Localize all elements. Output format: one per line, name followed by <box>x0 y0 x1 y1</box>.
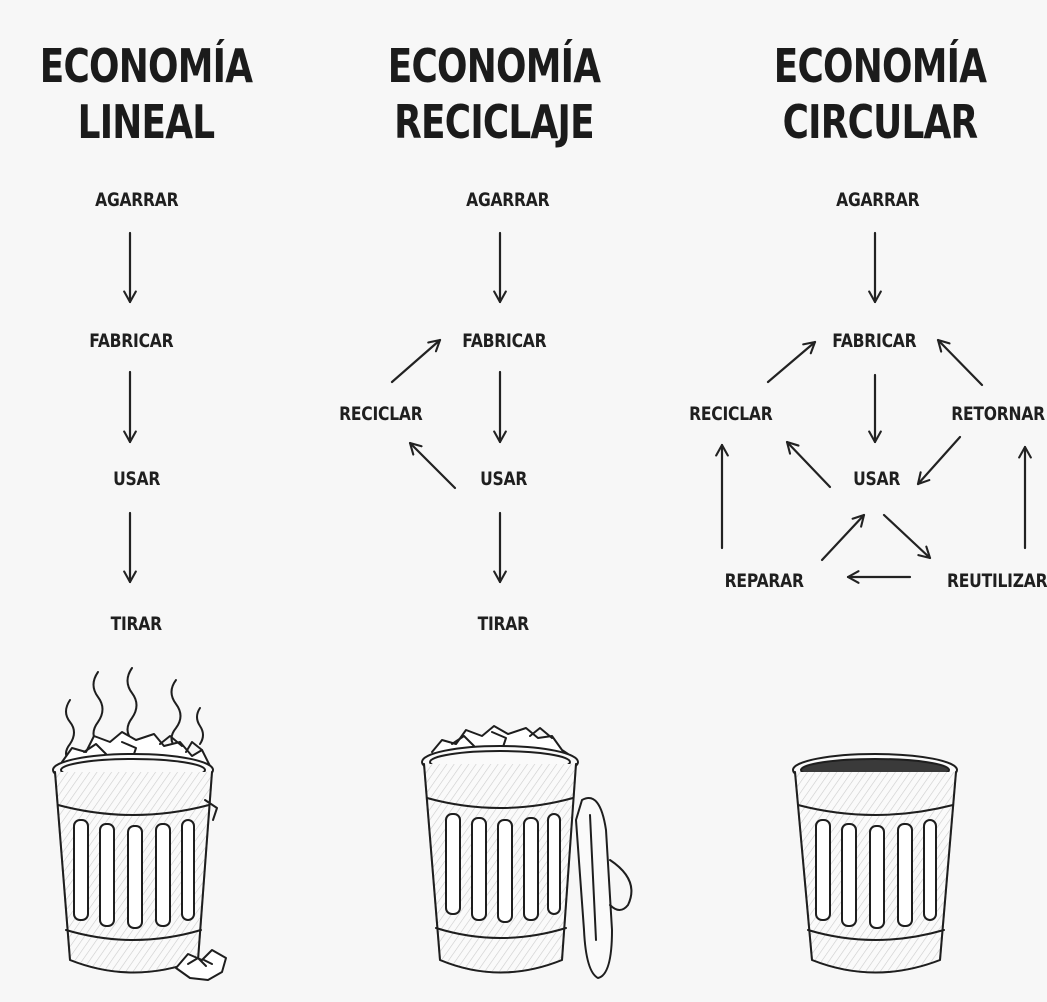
arrow-icon <box>936 338 984 387</box>
circular-step-reutilizar: REUTILIZAR <box>947 570 1047 592</box>
title-recycling: ECONOMÍA RECICLAJE <box>377 38 611 150</box>
trash-can-overflowing-icon <box>52 667 227 981</box>
title-circular-line1: ECONOMÍA <box>773 39 987 93</box>
trash-can-lid-open-icon <box>421 725 633 979</box>
title-linear: ECONOMÍA LINEAL <box>29 38 263 150</box>
recycling-step-agarrar: AGARRAR <box>466 189 550 211</box>
title-circular-line2: CIRCULAR <box>782 95 979 149</box>
title-linear-line1: ECONOMÍA <box>39 39 253 93</box>
recycling-step-usar: USAR <box>480 468 528 490</box>
circular-step-retornar: RETORNAR <box>951 403 1045 425</box>
recycling-step-tirar: TIRAR <box>477 613 529 635</box>
arrow-icon <box>916 435 962 486</box>
linear-step-agarrar: AGARRAR <box>95 189 179 211</box>
arrow-icon <box>785 440 832 489</box>
title-linear-line2: LINEAL <box>77 95 215 149</box>
circular-step-usar: USAR <box>853 468 901 490</box>
circular-step-reciclar: RECICLAR <box>689 403 773 425</box>
circular-step-fabricar: FABRICAR <box>832 330 917 352</box>
arrow-icon <box>766 340 817 384</box>
circular-step-reparar: REPARAR <box>724 570 804 592</box>
linear-step-tirar: TIRAR <box>110 613 162 635</box>
arrow-icon <box>820 513 866 562</box>
title-circular: ECONOMÍA CIRCULAR <box>763 38 997 150</box>
title-recycling-line1: ECONOMÍA <box>387 39 601 93</box>
linear-step-usar: USAR <box>113 468 161 490</box>
recycling-step-fabricar: FABRICAR <box>462 330 547 352</box>
arrow-icon <box>882 513 932 560</box>
recycling-step-reciclar: RECICLAR <box>339 403 423 425</box>
arrow-icon <box>408 441 457 490</box>
arrow-icon <box>390 338 442 384</box>
circular-step-agarrar: AGARRAR <box>836 189 920 211</box>
title-recycling-line2: RECICLAJE <box>394 95 594 149</box>
linear-step-fabricar: FABRICAR <box>89 330 174 352</box>
trash-can-empty-icon <box>792 753 958 974</box>
